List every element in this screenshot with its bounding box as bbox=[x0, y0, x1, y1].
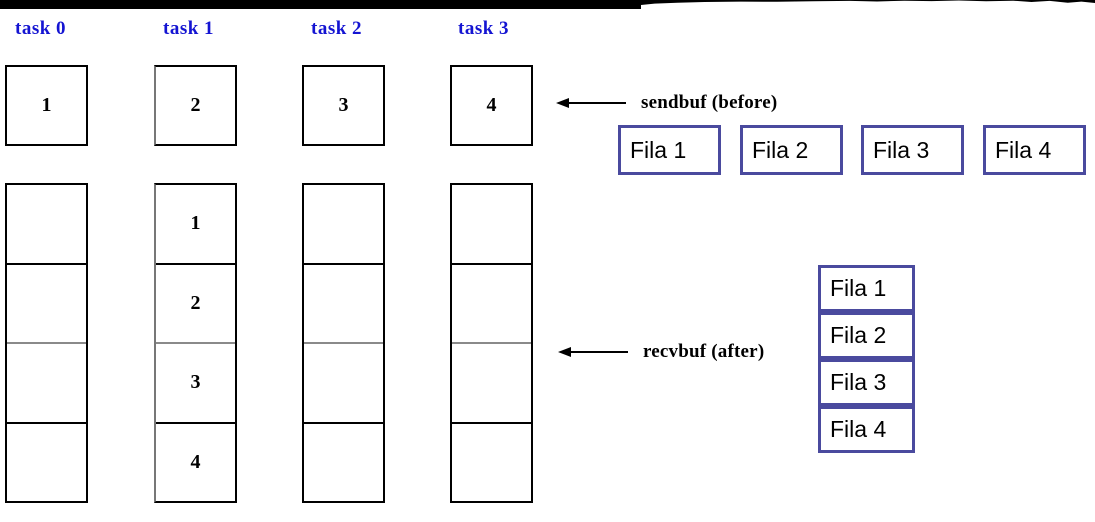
recvbuf-column-0 bbox=[5, 183, 88, 503]
sendbuf-cell-2: 3 bbox=[302, 65, 385, 146]
fila-row-box-0: Fila 1 bbox=[618, 125, 721, 175]
fila-stack-box-1: Fila 2 bbox=[818, 312, 915, 359]
sendbuf-cell-1: 2 bbox=[154, 65, 237, 146]
recvbuf-cell-1-1: 2 bbox=[156, 265, 235, 344]
task-label-0: task 0 bbox=[15, 18, 67, 39]
fila-row-box-3: Fila 4 bbox=[983, 125, 1086, 175]
recvbuf-annotation-text: recvbuf (after) bbox=[643, 341, 765, 362]
left-arrow-icon bbox=[558, 346, 628, 358]
recvbuf-cell-0-2 bbox=[7, 344, 86, 424]
recvbuf-cell-0-0 bbox=[7, 185, 86, 265]
recvbuf-cell-1-2: 3 bbox=[156, 344, 235, 424]
fila-row-box-1: Fila 2 bbox=[740, 125, 843, 175]
sendbuf-cell-3: 4 bbox=[450, 65, 533, 146]
recvbuf-cell-2-0 bbox=[304, 185, 383, 265]
sendbuf-annotation-text: sendbuf (before) bbox=[641, 92, 778, 113]
recvbuf-column-2 bbox=[302, 183, 385, 503]
recvbuf-column-3 bbox=[450, 183, 533, 503]
fila-stack-box-2: Fila 3 bbox=[818, 359, 915, 406]
recvbuf-cell-3-3 bbox=[452, 424, 531, 502]
fila-row-box-2: Fila 3 bbox=[861, 125, 964, 175]
task-label-3: task 3 bbox=[458, 18, 510, 39]
recvbuf-cell-3-2 bbox=[452, 344, 531, 424]
recvbuf-cell-1-3: 4 bbox=[190, 450, 201, 473]
arrow-line bbox=[566, 351, 628, 353]
recvbuf-cell-2-3 bbox=[304, 424, 383, 502]
recvbuf-annotation: recvbuf (after) bbox=[558, 341, 764, 363]
top-black-band bbox=[0, 0, 1095, 9]
arrow-head bbox=[556, 98, 569, 108]
sendbuf-annotation: sendbuf (before) bbox=[556, 92, 777, 114]
fila-stack-box-3: Fila 4 bbox=[818, 406, 915, 453]
task-label-2: task 2 bbox=[311, 18, 363, 39]
arrow-head bbox=[558, 347, 571, 357]
arrow-line bbox=[564, 102, 626, 104]
fila-stack-box-0: Fila 1 bbox=[818, 265, 915, 312]
recvbuf-cell-0-3 bbox=[7, 424, 86, 502]
recvbuf-cell-2-1 bbox=[304, 265, 383, 344]
recvbuf-cell-0-1 bbox=[7, 265, 86, 344]
recvbuf-cell-1-0: 1 bbox=[156, 185, 235, 265]
left-arrow-icon bbox=[556, 97, 626, 109]
recvbuf-cell-3-1 bbox=[452, 265, 531, 344]
recvbuf-cell-3-0 bbox=[452, 185, 531, 265]
top-band-white-cutout bbox=[641, 0, 1095, 9]
task-label-1: task 1 bbox=[163, 18, 215, 39]
sendbuf-cell-0: 1 bbox=[5, 65, 88, 146]
recvbuf-cell-2-2 bbox=[304, 344, 383, 424]
